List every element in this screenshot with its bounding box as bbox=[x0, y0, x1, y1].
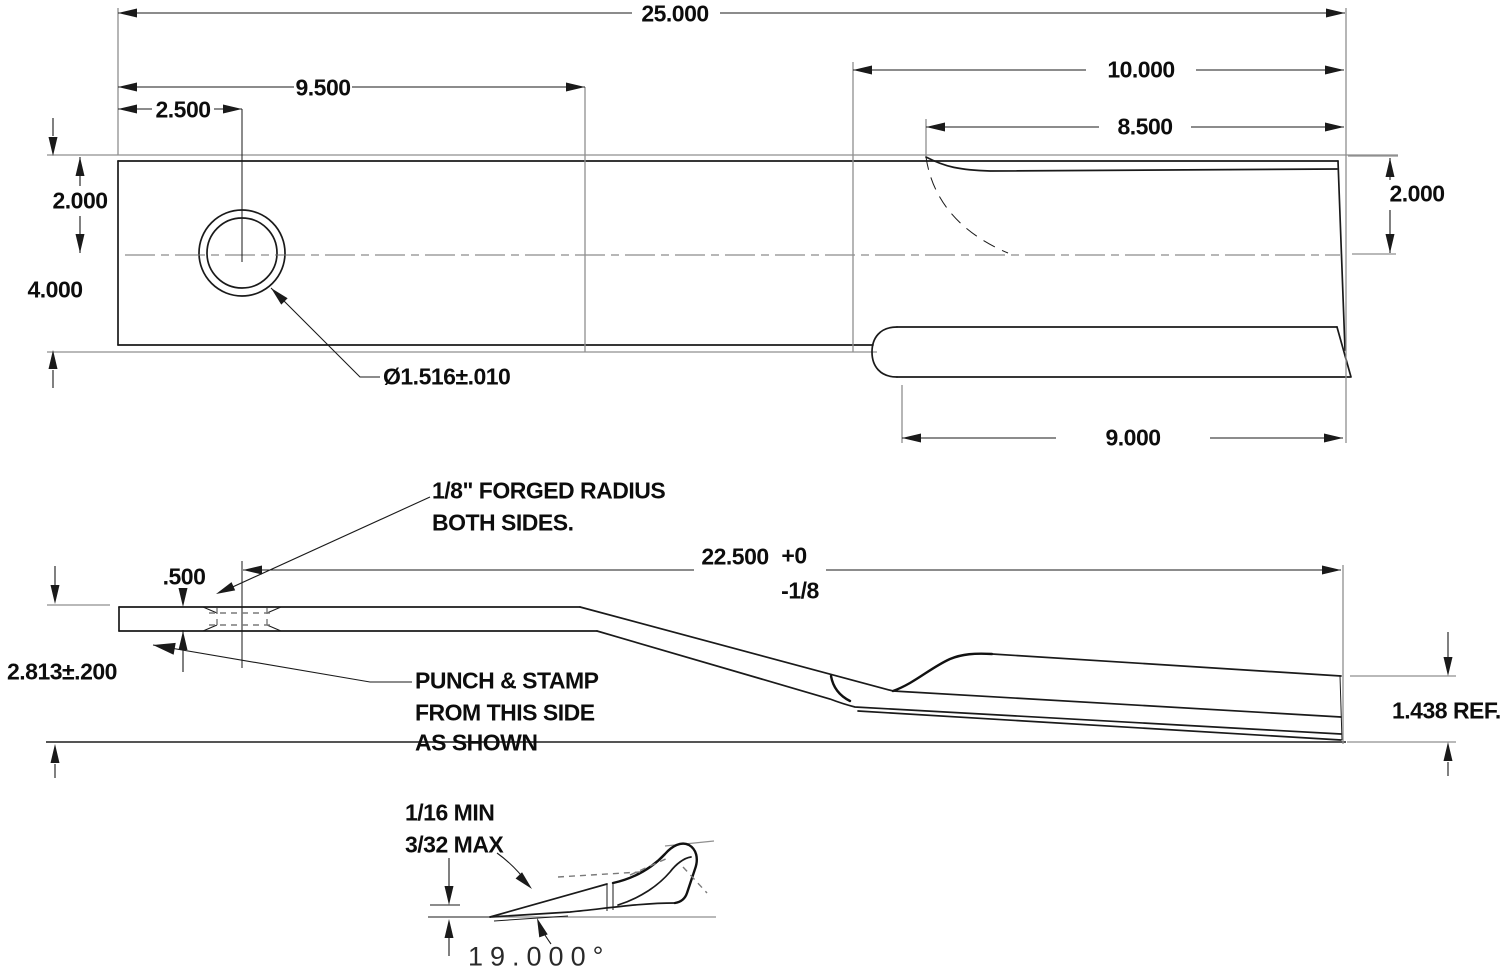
dim-right-section: 10.000 bbox=[1107, 56, 1175, 83]
note-punch-line1: PUNCH & STAMP bbox=[415, 667, 599, 694]
dim-edge-angle: 19.000° bbox=[468, 941, 611, 972]
note-edge-min: 1/16 MIN bbox=[405, 799, 495, 826]
dim-hole-offset: 2.500 bbox=[155, 96, 211, 123]
dim-bend-tol-plus: +0 bbox=[781, 542, 807, 569]
dim-overall-length: 25.000 bbox=[641, 0, 709, 27]
note-edge-max: 3/32 MAX bbox=[405, 831, 504, 858]
note-punch-line3: AS SHOWN bbox=[415, 729, 538, 756]
note-punch-line2: FROM THIS SIDE bbox=[415, 699, 595, 726]
dim-bend-length: 22.500 bbox=[701, 543, 769, 570]
dim-overall-width: 4.000 bbox=[27, 276, 83, 303]
side-view bbox=[46, 496, 1456, 778]
dim-overall-height: 2.813±.200 bbox=[7, 658, 117, 685]
note-forged-radius-line1: 1/8" FORGED RADIUS bbox=[432, 477, 666, 504]
dim-cutting-edge-length: 8.500 bbox=[1117, 113, 1173, 140]
dim-wing-length: 9.000 bbox=[1105, 424, 1161, 451]
dim-right-width-to-center: 2.000 bbox=[1389, 180, 1445, 207]
dim-thickness: .500 bbox=[162, 563, 206, 590]
dim-width-to-center: 2.000 bbox=[52, 187, 108, 214]
dim-tip-height-ref: 1.438 REF. bbox=[1392, 697, 1500, 724]
dim-hole-diameter: Ø1.516±.010 bbox=[383, 363, 511, 390]
top-view bbox=[47, 8, 1398, 443]
detail-view bbox=[428, 840, 716, 956]
dim-flat-section: 9.500 bbox=[295, 74, 351, 101]
dim-bend-tol-minus: -1/8 bbox=[781, 577, 819, 604]
note-forged-radius-line2: BOTH SIDES. bbox=[432, 509, 574, 536]
